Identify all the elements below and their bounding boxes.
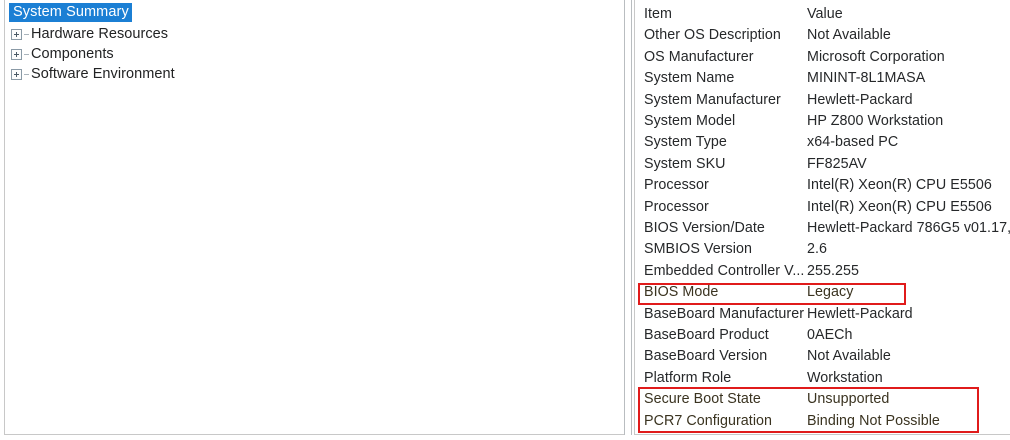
row-item-label: BIOS Mode [644,284,719,301]
row-value-label: Hewlett-Packard [807,91,913,108]
row-item-label: Embedded Controller V... [644,262,805,279]
tree-item-software-environment[interactable]: Software Environment [11,64,175,84]
row-item-label: System Type [644,134,727,151]
tree-item-software-environment-label: Software Environment [31,66,175,82]
tree-connector-line [24,33,29,35]
row-value-label: Intel(R) Xeon(R) CPU E5506 [807,198,992,215]
row-item-label: Other OS Description [644,27,781,44]
row-value-label: Workstation [807,369,883,386]
row-value-label: Unsupported [807,391,890,408]
row-value-label: Microsoft Corporation [807,48,945,65]
row-item-label: System Model [644,113,736,129]
tree-item-system-summary[interactable]: System Summary [9,3,132,22]
tree-connector-line [24,73,29,75]
row-value-label: HP Z800 Workstation [807,113,944,129]
row-item-label: OS Manufacturer [644,48,754,65]
row-value-label: Not Available [807,27,891,44]
row-item-label: System Name [644,70,735,87]
row-value-label: x64-based PC [807,134,899,151]
row-item-label: Processor [644,198,709,215]
row-item-label: PCR7 Configuration [644,412,773,429]
expand-plus-icon[interactable] [11,48,22,60]
row-value-label: FF825AV [807,155,867,172]
row-value-label: 255.255 [807,262,860,279]
pane-splitter[interactable] [624,0,632,435]
expand-plus-icon[interactable] [11,68,22,80]
tree-item-components[interactable]: Components [11,44,114,64]
row-item-label: BaseBoard Manufacturer [644,305,805,322]
row-value-label: 2.6 [807,241,828,258]
tree-item-hardware-resources-label: Hardware Resources [31,26,169,42]
expand-plus-icon[interactable] [11,28,22,40]
row-item-label: Processor [644,177,709,194]
row-item-label: System Manufacturer [644,91,781,108]
row-value-label: Hewlett-Packard [807,305,913,322]
row-value-label: 0AECh [807,327,853,343]
tree-item-components-label: Components [31,46,114,62]
row-value-label: MININT-8L1MASA [807,70,926,87]
column-header-value[interactable]: Value [807,6,843,22]
row-item-label: SMBIOS Version [644,241,752,258]
row-item-label: System SKU [644,155,726,172]
tree-item-hardware-resources[interactable]: Hardware Resources [11,24,168,44]
row-value-label: Intel(R) Xeon(R) CPU E5506 [807,177,992,194]
tree-connector-line [24,53,29,55]
tree-item-system-summary-label: System Summary [9,3,132,22]
row-item-label: BaseBoard Product [644,327,769,343]
row-value-label: Hewlett-Packard 786G5 v01.17, 8/ [807,220,1010,236]
navigation-tree-pane: System Summary Hardware Resources Compon… [4,0,624,435]
row-item-label: BIOS Version/Date [644,220,765,236]
row-item-label: Secure Boot State [644,391,761,408]
row-item-label: BaseBoard Version [644,348,768,365]
row-item-label: Platform Role [644,369,732,386]
row-value-label: Not Available [807,348,891,365]
column-header-item[interactable]: Item [644,6,673,22]
row-value-label: Legacy [807,284,854,301]
details-grid-pane: Item Value Other OS Description Not Avai… [634,0,1010,435]
row-value-label: Binding Not Possible [807,412,940,429]
